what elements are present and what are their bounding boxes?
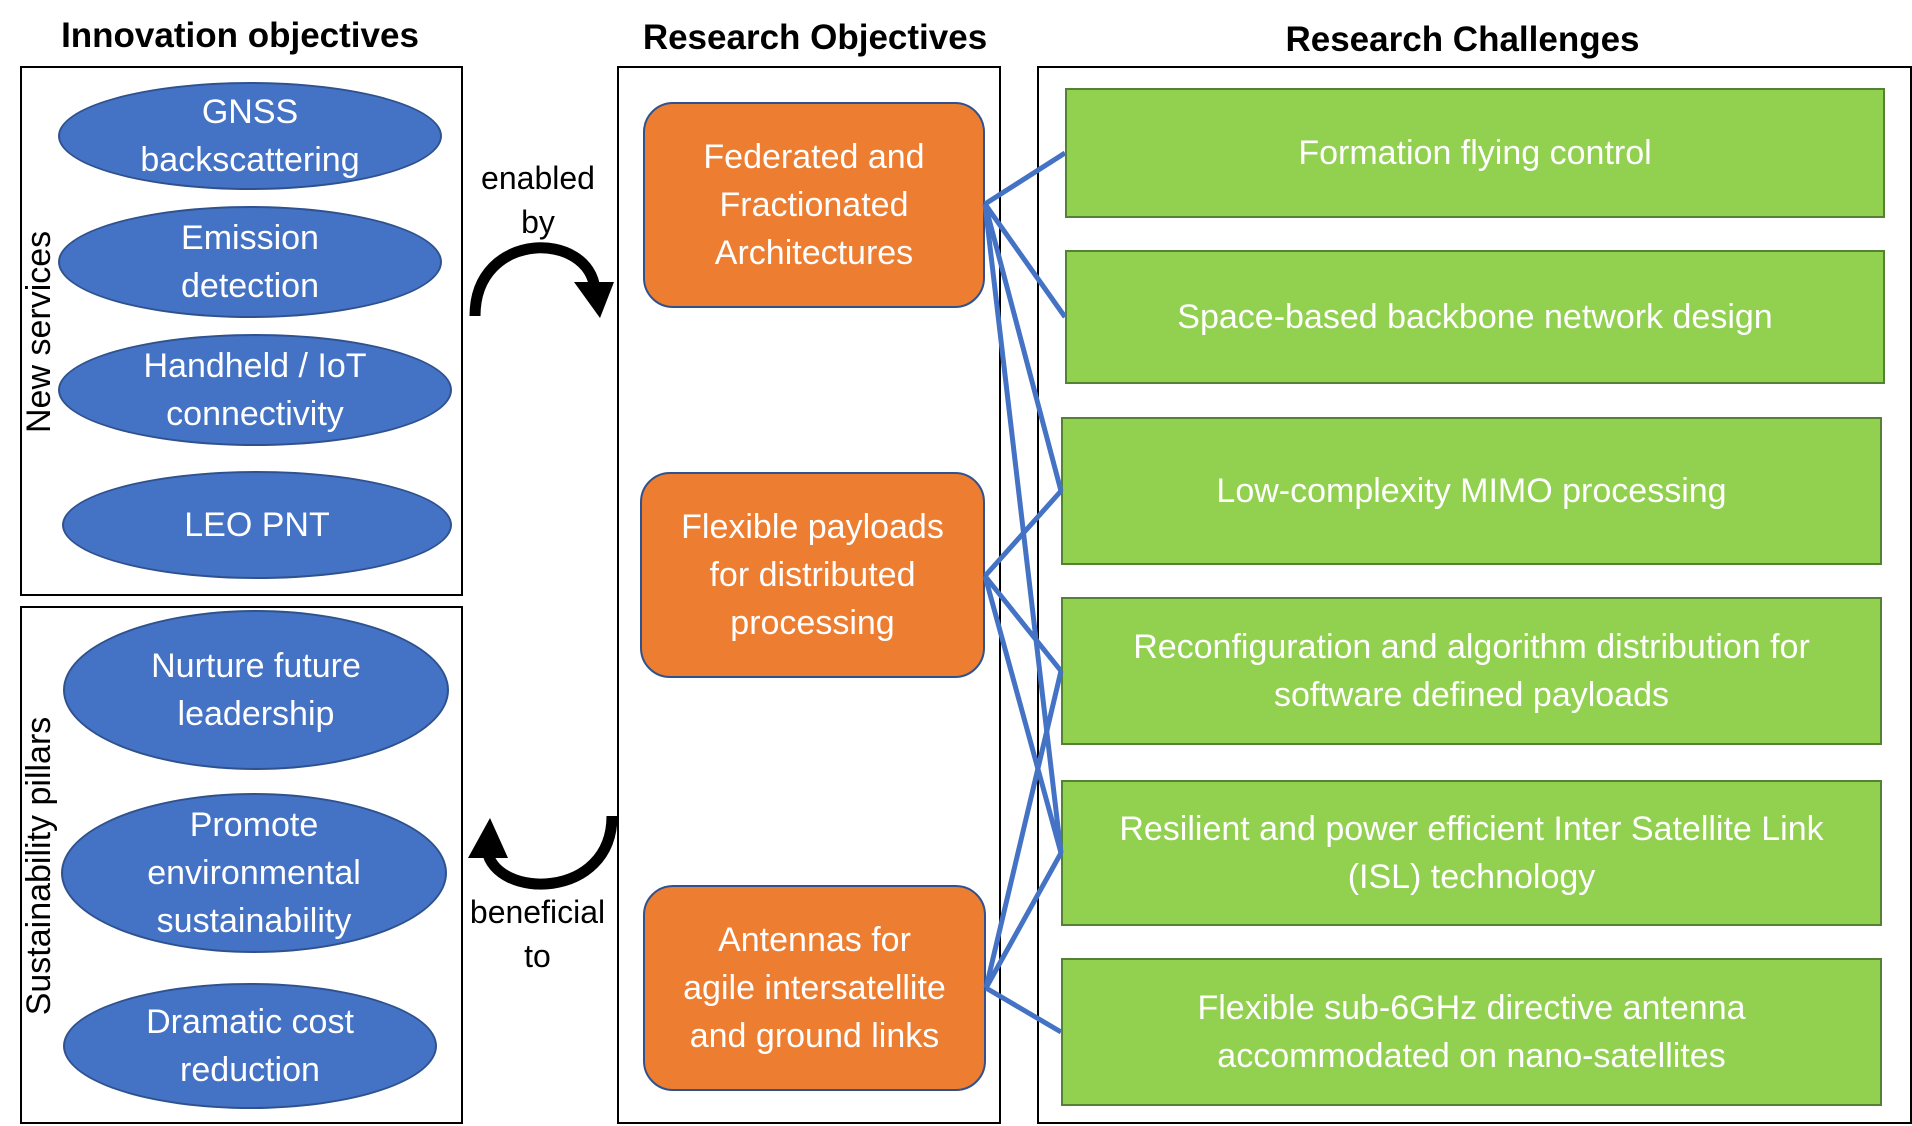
service-gnss-backscattering: GNSS backscattering — [58, 82, 442, 190]
link-objective-0-challenge-1 — [982, 202, 1068, 319]
pillar-dramatic-cost-reduction: Dramatic cost reduction — [63, 983, 437, 1109]
link-objective-1-challenge-4 — [982, 575, 1064, 854]
service-emission-detection: Emission detection — [58, 206, 442, 318]
enabled-by-arrowhead — [574, 282, 614, 318]
beneficial-to-label: beneficial to — [469, 894, 606, 974]
challenge-backbone-network: Space-based backbone network design — [1065, 250, 1885, 384]
challenge-reconfiguration: Reconfiguration and algorithm distributi… — [1061, 597, 1882, 745]
link-objective-2-challenge-3 — [983, 670, 1064, 989]
objective-federated-architectures: Federated and Fractionated Architectures — [643, 102, 985, 308]
beneficial-to-arrow — [481, 815, 618, 890]
link-objective-0-challenge-0 — [983, 150, 1067, 207]
challenge-formation-flying: Formation flying control — [1065, 88, 1885, 218]
service-handheld-iot: Handheld / IoT connectivity — [58, 334, 452, 446]
objective-flexible-payloads: Flexible payloads for distributed proces… — [640, 472, 985, 678]
challenge-mimo-processing: Low-complexity MIMO processing — [1061, 417, 1882, 565]
research-challenges-box — [1037, 66, 1912, 1124]
innovation-objectives-heading: Innovation objectives — [61, 16, 419, 55]
beneficial-to-arrowhead — [468, 818, 508, 858]
objective-antennas: Antennas for agile intersatellite and gr… — [643, 885, 986, 1091]
link-objective-2-challenge-5 — [984, 985, 1063, 1035]
link-objective-2-challenge-4 — [983, 851, 1064, 990]
enabled-by-label: enabled by — [481, 160, 595, 240]
challenge-sub6ghz-antenna: Flexible sub-6GHz directive antenna acco… — [1061, 958, 1882, 1106]
enabled-by-arrow — [469, 242, 601, 317]
research-challenges-heading: Research Challenges — [1285, 20, 1640, 59]
challenge-isl-technology: Resilient and power efficient Inter Sate… — [1061, 780, 1882, 926]
link-objective-0-challenge-4 — [982, 203, 1064, 854]
link-objective-0-challenge-2 — [982, 203, 1064, 492]
link-objective-1-challenge-3 — [983, 574, 1063, 673]
pillar-nurture-leadership: Nurture future leadership — [63, 610, 449, 770]
research-objectives-heading: Research Objectives — [642, 18, 988, 57]
link-objective-1-challenge-2 — [983, 489, 1063, 578]
pillar-environmental-sustainability: Promote environmental sustainability — [61, 793, 447, 953]
service-leo-pnt: LEO PNT — [62, 471, 452, 579]
